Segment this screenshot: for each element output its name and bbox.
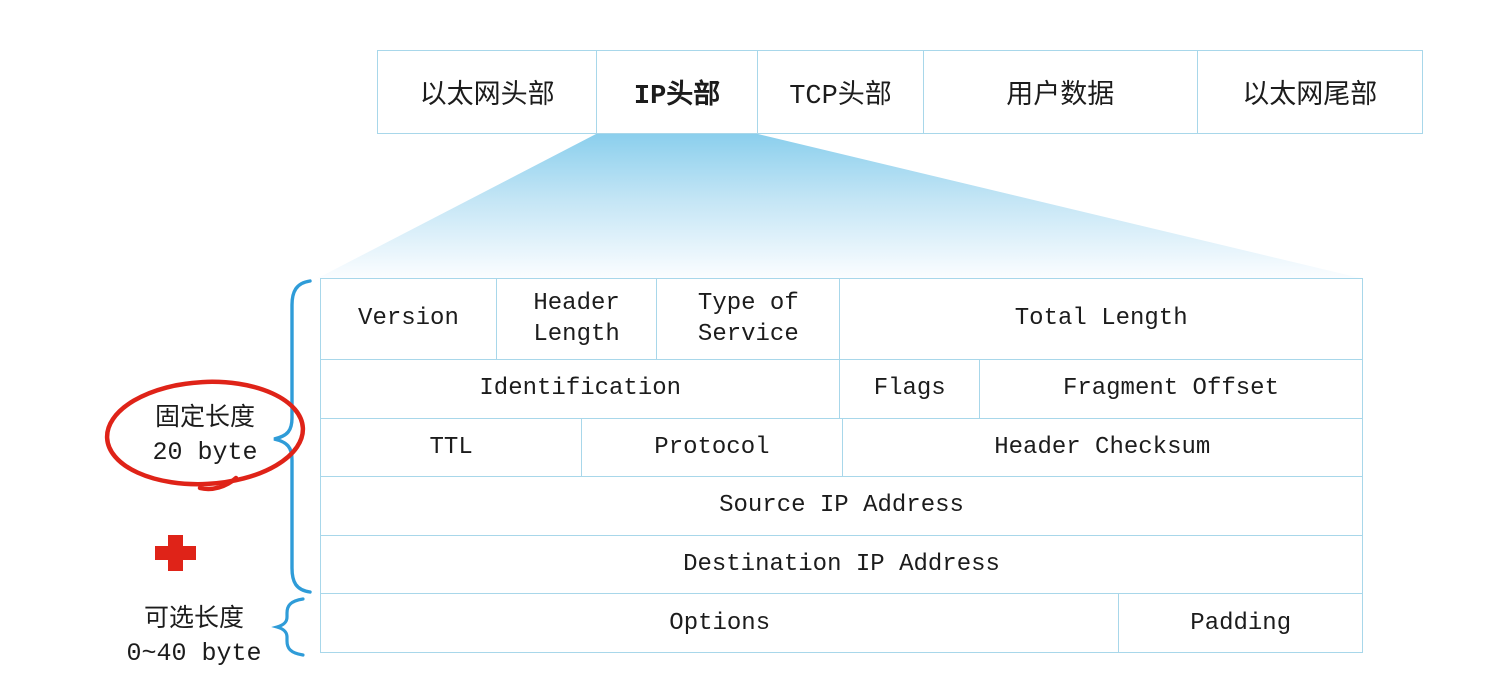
field-total-length: Total Length	[1014, 305, 1188, 333]
fixed-length-label: 固定长度 20 byte	[100, 400, 310, 470]
fixed-length-text: 固定长度	[154, 403, 255, 431]
packet-cell-ethernet-trailer: 以太网尾部	[1242, 82, 1378, 112]
field-destination-ip-address: Destination IP Address	[683, 550, 1000, 578]
field-ttl: TTL	[321, 418, 583, 477]
field-type-of-service: Type of Service	[657, 279, 841, 359]
field-flags: Flags	[840, 360, 980, 418]
packet-cell-tcp-header: TCP头部	[758, 51, 924, 133]
table-row: TTL Protocol Header Checksum	[321, 418, 1362, 478]
red-cross-icon	[155, 535, 196, 571]
packet-cell-ip-header: IP头部	[597, 51, 758, 133]
field-source-ip-address: Source IP Address	[719, 492, 964, 520]
field-options: Options	[321, 594, 1120, 652]
optional-length-label: 可选长度 0~40 byte	[85, 601, 303, 671]
field-protocol: Protocol	[582, 418, 843, 477]
packet-cell-user-data: 用户数据	[924, 51, 1198, 133]
table-row: Source IP Address	[321, 477, 1362, 536]
packet-cell-ethernet-header: 以太网头部	[378, 51, 598, 133]
optional-length-brace	[271, 597, 305, 657]
optional-length-text: 可选长度	[143, 604, 244, 632]
ip-header-table: Version Header Length Type of Service To…	[320, 278, 1363, 653]
table-row: Destination IP Address	[321, 536, 1362, 595]
red-circle-annotation	[104, 379, 306, 492]
field-padding: Padding	[1190, 609, 1292, 637]
optional-length-bytes: 0~40 byte	[126, 639, 262, 668]
field-identification: Identification	[321, 360, 841, 418]
packet-layer-row: 以太网头部 IP头部 TCP头部 用户数据 以太网尾部	[377, 50, 1423, 134]
table-row: Options Padding	[321, 594, 1362, 652]
fixed-length-bytes: 20 byte	[152, 438, 258, 467]
field-header-length: Header Length	[497, 279, 658, 359]
field-header-checksum: Header Checksum	[994, 433, 1211, 461]
field-version: Version	[321, 279, 497, 359]
table-row: Version Header Length Type of Service To…	[321, 279, 1362, 360]
field-fragment-offset: Fragment Offset	[1062, 375, 1279, 403]
fixed-length-brace	[273, 279, 312, 594]
table-row: Identification Flags Fragment Offset	[321, 360, 1362, 419]
funnel-shape	[318, 134, 1360, 278]
